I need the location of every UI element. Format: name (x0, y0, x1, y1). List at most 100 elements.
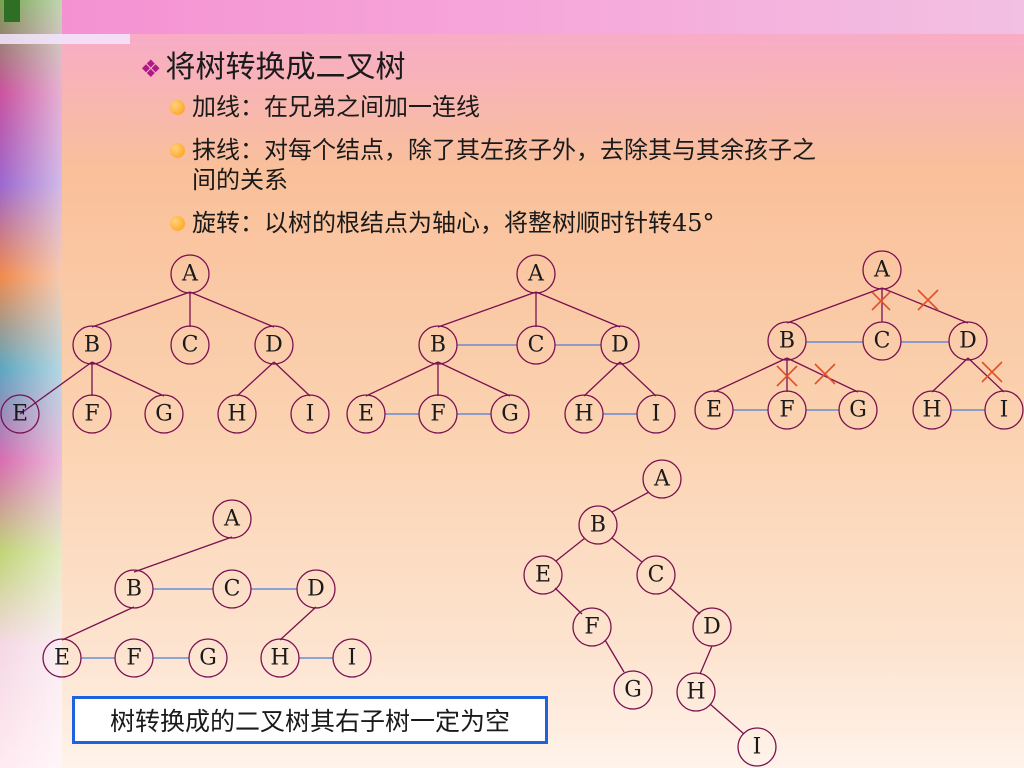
tree-node: H (564, 394, 604, 434)
tree-node: H (912, 390, 952, 430)
tree-node: G (490, 394, 530, 434)
svg-text:A: A (873, 258, 891, 283)
svg-text:I: I (348, 646, 357, 671)
tree-node: E (694, 390, 734, 430)
svg-text:G: G (501, 402, 519, 427)
svg-text:F: F (126, 646, 141, 671)
svg-text:C: C (528, 333, 545, 358)
svg-text:I: I (306, 402, 315, 427)
removal-mark (814, 363, 836, 385)
note-text: 树转换成的二叉树其右子树一定为空 (109, 707, 510, 736)
svg-text:D: D (703, 615, 721, 640)
svg-text:F: F (779, 398, 794, 423)
tree-node: I (737, 727, 777, 767)
svg-text:A: A (223, 507, 241, 532)
tree-node: F (767, 390, 807, 430)
svg-text:E: E (54, 646, 70, 671)
tree-node: B (578, 505, 618, 545)
side-strip-fade (0, 0, 62, 768)
svg-text:I: I (1000, 398, 1009, 423)
tree-node: C (636, 555, 676, 595)
svg-text:E: E (535, 563, 551, 588)
orange-dot-icon (170, 143, 185, 158)
bullet-text: 抹线：对每个结点，除了其左孩子外，去除其与其余孩子之 (192, 136, 816, 164)
orange-dot-icon (170, 216, 185, 231)
tree-node: F (72, 394, 112, 434)
tree-node: D (296, 569, 336, 609)
removal-mark (917, 289, 939, 311)
tree-node: B (72, 325, 112, 365)
bullet-rotate: 旋转：以树的根结点为轴心，将整树顺时针转45° (170, 208, 715, 238)
removal-mark (776, 365, 798, 387)
diamond-bullet-icon: ❖ (140, 55, 162, 83)
slide-title: ❖将树转换成二叉树 (140, 42, 406, 86)
tree-node: F (114, 638, 154, 678)
svg-text:D: D (307, 577, 325, 602)
svg-text:H: H (686, 680, 705, 705)
svg-text:G: G (624, 678, 642, 703)
svg-text:G: G (155, 402, 173, 427)
tree-node: E (346, 394, 386, 434)
tree-node: I (636, 394, 676, 434)
note-box: 树转换成的二叉树其右子树一定为空 (72, 696, 548, 744)
tree-node: H (260, 638, 300, 678)
svg-text:A: A (527, 262, 545, 287)
svg-text:C: C (182, 333, 199, 358)
tree-node: F (418, 394, 458, 434)
tree-node: F (572, 607, 612, 647)
svg-text:E: E (358, 402, 374, 427)
tree-node: C (212, 569, 252, 609)
tree-node: H (676, 672, 716, 712)
svg-text:B: B (779, 329, 795, 354)
tree-node: A (642, 459, 682, 499)
tree-node: G (144, 394, 184, 434)
diagram-binary-tree: A B E C F D G H I (523, 459, 777, 767)
tree-node: G (188, 638, 228, 678)
svg-text:D: D (959, 329, 977, 354)
removal-mark (981, 361, 1003, 383)
tree-node: I (332, 638, 372, 678)
svg-text:E: E (12, 402, 28, 427)
svg-text:I: I (753, 735, 762, 760)
svg-text:B: B (590, 513, 606, 538)
svg-text:A: A (653, 467, 671, 492)
tree-node: E (0, 394, 40, 434)
svg-text:F: F (430, 402, 445, 427)
tree-node: B (418, 325, 458, 365)
svg-text:B: B (126, 577, 142, 602)
tree-node: A (862, 250, 902, 290)
svg-text:D: D (611, 333, 629, 358)
tree-node: E (523, 555, 563, 595)
bullet-add-links: 加线：在兄弟之间加一连线 (170, 92, 480, 122)
tree-node: D (948, 321, 988, 361)
svg-text:H: H (227, 402, 246, 427)
svg-text:B: B (430, 333, 446, 358)
svg-text:H: H (574, 402, 593, 427)
top-band (0, 0, 1024, 34)
tree-node: A (212, 499, 252, 539)
diagram-linked-tree: A B C D E F G H I (42, 499, 372, 678)
svg-text:C: C (224, 577, 241, 602)
svg-text:H: H (922, 398, 941, 423)
tree-node: A (170, 254, 210, 294)
diagram-original-tree: A B C D E F G H I (0, 254, 330, 434)
diagram-with-links: A B C D E F G H I (346, 254, 676, 434)
tree-node: A (516, 254, 556, 294)
diagram-with-removals: A B C D E F G H I (694, 250, 1024, 430)
svg-text:F: F (84, 402, 99, 427)
svg-text:I: I (652, 402, 661, 427)
svg-text:F: F (584, 615, 599, 640)
tree-node: B (767, 321, 807, 361)
tree-node: C (862, 321, 902, 361)
slide-title-text: 将树转换成二叉树 (165, 50, 406, 85)
tree-node: B (114, 569, 154, 609)
tree-node: I (984, 390, 1024, 430)
bullet-remove-links: 抹线：对每个结点，除了其左孩子外，去除其与其余孩子之 间的关系 (170, 135, 816, 195)
tree-node: H (217, 394, 257, 434)
svg-text:A: A (181, 262, 199, 287)
svg-text:C: C (648, 563, 665, 588)
tree-node: C (516, 325, 556, 365)
svg-text:G: G (849, 398, 867, 423)
tree-node: D (600, 325, 640, 365)
